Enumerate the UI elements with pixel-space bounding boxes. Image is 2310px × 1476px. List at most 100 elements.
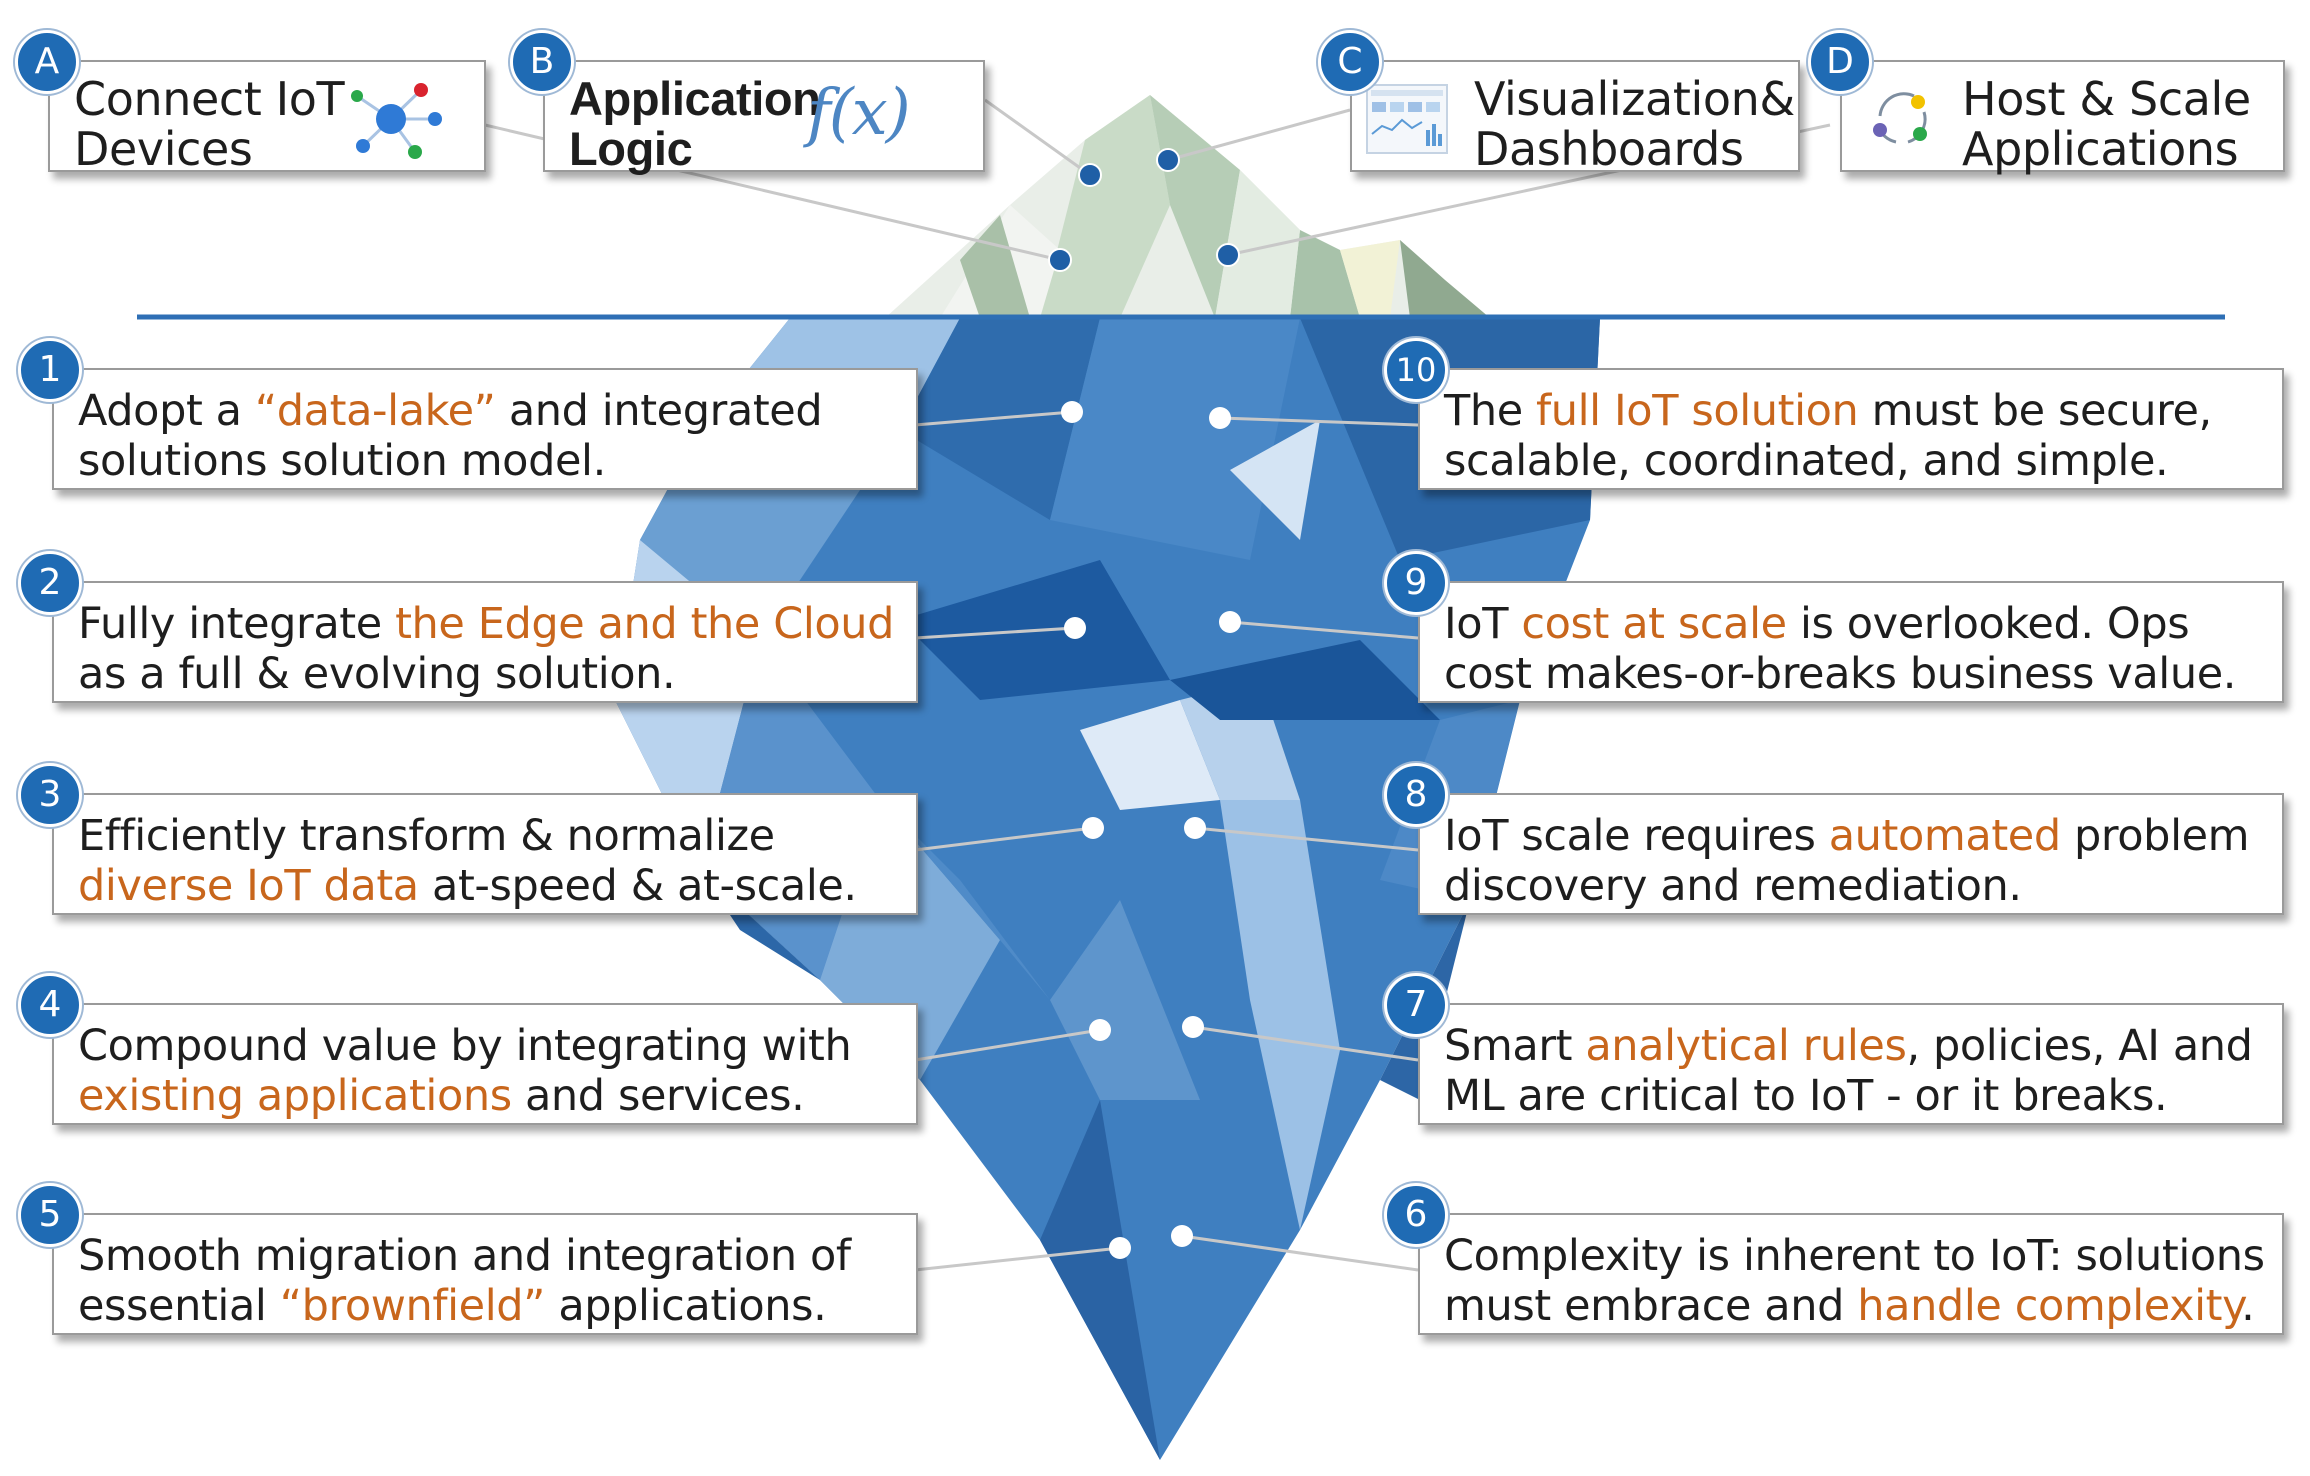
statement-line-1: Adopt a “data-lake” and integrated (78, 386, 906, 436)
statement-segment: IoT (1444, 599, 1522, 649)
statement-line-1: Smart analytical rules, policies, AI and (1444, 1021, 2272, 1071)
statement-line-2: must embrace and handle complexity. (1444, 1281, 2272, 1331)
statement-segment: cost makes-or-breaks business value. (1444, 649, 2237, 699)
statement-segment: Compound value by integrating with (78, 1021, 852, 1071)
top-box-host-scale-applications: Host & Scale Applications (1840, 60, 2285, 174)
statement-segment: Efficiently transform & normalize (78, 811, 775, 861)
statement-segment: IoT scale requires (1444, 811, 1829, 861)
network-nodes-icon (351, 83, 442, 159)
statement-segment: Fully integrate (78, 599, 396, 649)
statement-segment: as a full & evolving solution. (78, 649, 676, 699)
right-statement-box-7: Smart analytical rules, policies, AI and… (1418, 1003, 2284, 1125)
statement-segment: and integrated (495, 386, 823, 436)
statement-segment: essential (78, 1281, 280, 1331)
statement-segment: The (1444, 386, 1537, 436)
badge-6: 6 (1384, 1183, 1448, 1247)
statement-line-2: diverse IoT data at-speed & at-scale. (78, 861, 906, 911)
statement-line-2: discovery and remediation. (1444, 861, 2272, 911)
statement-line-1: The full IoT solution must be secure, (1444, 386, 2272, 436)
top-box-text: Connect IoT Devices (74, 74, 474, 174)
highlighted-phrase: existing applications (78, 1071, 512, 1121)
statement-segment: scalable, coordinated, and simple. (1444, 436, 2169, 486)
highlighted-phrase: the Edge and the Cloud (395, 599, 895, 649)
badge-3: 3 (18, 763, 82, 827)
top-box-connect-iot-devices: Connect IoT Devices (48, 60, 486, 174)
top-box-line-1: Application (569, 72, 821, 125)
top-box-visualization-dashboards: Visualization& Dashboards (1350, 60, 1800, 176)
badge-2: 2 (18, 551, 82, 615)
statement-line-1: IoT cost at scale is overlooked. Ops (1444, 599, 2272, 649)
statement-segment: ML are critical to IoT - or it breaks. (1444, 1071, 2168, 1121)
statement-segment: , policies, AI and (1906, 1021, 2253, 1071)
badge-9: 9 (1384, 551, 1448, 615)
highlighted-phrase: “data-lake” (254, 386, 496, 436)
badge-a: A (15, 30, 79, 94)
top-box-line-1: Host & Scale (1962, 72, 2251, 126)
statement-segment: Smart (1444, 1021, 1586, 1071)
statement-line-1: Efficiently transform & normalize (78, 811, 906, 861)
statement-segment: solutions solution model. (78, 436, 606, 486)
badge-d: D (1808, 30, 1872, 94)
statement-segment: must embrace and (1444, 1281, 1858, 1331)
statement-line-2: as a full & evolving solution. (78, 649, 906, 699)
statement-segment: applications. (545, 1281, 827, 1331)
statement-line-1: Smooth migration and integration of (78, 1231, 906, 1281)
badge-5: 5 (18, 1183, 82, 1247)
statement-segment: and services. (511, 1071, 805, 1121)
statement-segment: at-speed & at-scale. (418, 861, 857, 911)
highlighted-phrase: automated (1828, 811, 2061, 861)
statement-segment: Complexity is inherent to IoT: solutions (1444, 1231, 2265, 1281)
statement-line-2: solutions solution model. (78, 436, 906, 486)
statement-line-1: Compound value by integrating with (78, 1021, 906, 1071)
top-box-text: Application Logic (569, 74, 973, 174)
statement-segment: must be secure, (1858, 386, 2213, 436)
top-box-line-1: Connect IoT (74, 72, 345, 126)
statement-line-2: cost makes-or-breaks business value. (1444, 649, 2272, 699)
highlighted-phrase: “brownfield” (279, 1281, 546, 1331)
highlighted-phrase: diverse IoT data (78, 861, 419, 911)
top-box-text: Visualization& Dashboards (1474, 72, 1795, 176)
right-statement-box-10: The full IoT solution must be secure,sca… (1418, 368, 2284, 490)
top-box-line-1: Visualization& (1474, 72, 1795, 126)
cycle-arrows-icon (1873, 92, 1927, 144)
highlighted-phrase: analytical rules (1585, 1021, 1907, 1071)
dashboard-thumbnail-icon (1366, 84, 1448, 154)
badge-c: C (1318, 30, 1382, 94)
top-box-line-2: Dashboards (1474, 122, 1744, 176)
top-box-line-2: Devices (74, 122, 253, 176)
connector-dots (1048, 148, 1241, 1259)
highlighted-phrase: cost at scale (1521, 599, 1787, 649)
highlighted-phrase: handle complexity (1857, 1281, 2242, 1331)
statement-segment: discovery and remediation. (1444, 861, 2022, 911)
top-box-application-logic: Application Logic f(x) (543, 60, 985, 174)
statement-segment: . (2241, 1281, 2255, 1331)
statement-line-1: IoT scale requires automated problem (1444, 811, 2272, 861)
statement-text: The full IoT solution must be secure,sca… (1444, 386, 2272, 486)
badge-b: B (510, 30, 574, 94)
statement-line-2: existing applications and services. (78, 1071, 906, 1121)
statement-text: Complexity is inherent to IoT: solutions… (1444, 1231, 2272, 1331)
top-box-line-2: Logic (569, 122, 693, 175)
statement-segment: is overlooked. Ops (1786, 599, 2190, 649)
badge-7: 7 (1384, 973, 1448, 1037)
highlighted-phrase: full IoT solution (1536, 386, 1859, 436)
badge-4: 4 (18, 973, 82, 1037)
badge-10: 10 (1384, 338, 1448, 402)
top-box-line-2: Applications (1962, 122, 2239, 176)
statement-line-1: Complexity is inherent to IoT: solutions (1444, 1231, 2272, 1281)
function-fx-icon: f(x) (807, 76, 911, 150)
statement-line-2: scalable, coordinated, and simple. (1444, 436, 2272, 486)
statement-segment: Adopt a (78, 386, 255, 436)
top-box-text: Host & Scale Applications (1962, 74, 2273, 174)
